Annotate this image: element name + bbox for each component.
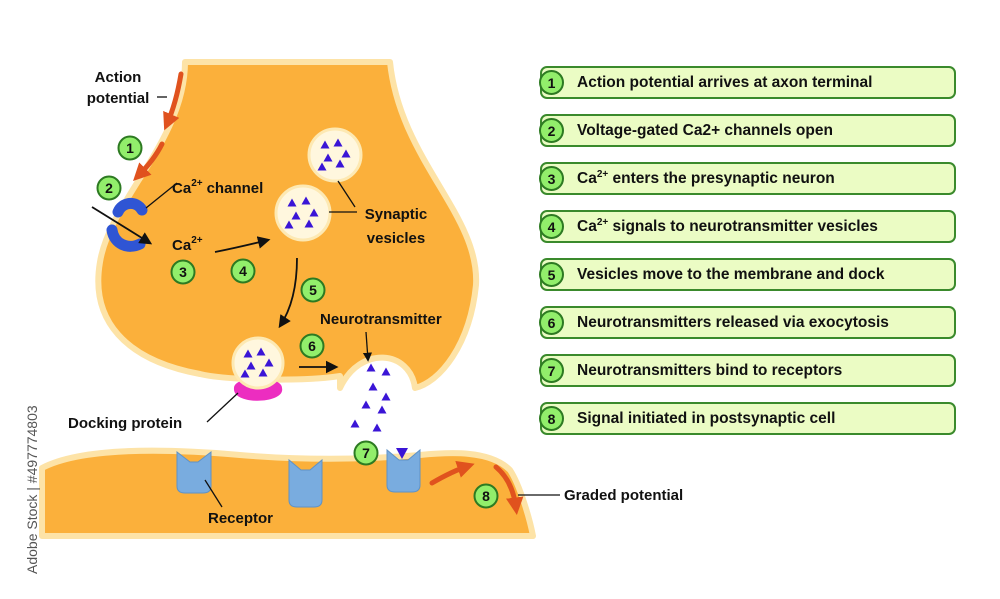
step-number: 3 <box>539 166 564 191</box>
svg-text:8: 8 <box>482 488 490 504</box>
postsynaptic-cell <box>39 447 536 539</box>
docking-protein-label: Docking protein <box>68 415 182 432</box>
synaptic-vesicle <box>307 127 363 183</box>
step-item-4: 4 Ca2+ signals to neurotransmitter vesic… <box>539 210 956 243</box>
step-item-5: 5 Vesicles move to the membrane and dock <box>539 258 956 291</box>
step-marker-3: 3 <box>170 259 196 285</box>
calcium-ion-label: Ca2+ <box>172 235 203 254</box>
step-marker-8: 8 <box>473 483 499 509</box>
step-number: 5 <box>539 262 564 287</box>
step-item-1: 1 Action potential arrives at axon termi… <box>539 66 956 99</box>
receptor-label: Receptor <box>208 510 273 527</box>
graded-potential-label: Graded potential <box>564 487 683 504</box>
step-item-7: 7 Neurotransmitters bind to receptors <box>539 354 956 387</box>
step-marker-4: 4 <box>230 258 256 284</box>
neurotransmitter-molecules <box>350 363 391 432</box>
vesicle-movement-arrow <box>278 257 298 329</box>
receptor-protein <box>288 458 323 508</box>
action-potential-label-line1: Action <box>95 69 142 86</box>
svg-text:5: 5 <box>309 282 317 298</box>
synaptic-vesicles-label-line2: vesicles <box>367 230 425 247</box>
step-number: 1 <box>539 70 564 95</box>
step-text: Vesicles move to the membrane and dock <box>577 266 885 283</box>
step-marker-5: 5 <box>300 277 326 303</box>
svg-text:1: 1 <box>126 140 134 156</box>
step-item-2: 2 Voltage-gated Ca2+ channels open <box>539 114 956 147</box>
synaptic-vesicle <box>274 184 332 242</box>
neurotransmitter-leader <box>362 331 373 362</box>
step-list: 1 Action potential arrives at axon termi… <box>539 66 956 450</box>
step-marker-7: 7 <box>353 440 379 466</box>
step-text: Neurotransmitters released via exocytosi… <box>577 314 889 331</box>
step-item-6: 6 Neurotransmitters released via exocyto… <box>539 306 956 339</box>
action-potential-label-line2: potential <box>87 90 150 107</box>
step-number: 6 <box>539 310 564 335</box>
svg-text:6: 6 <box>308 338 316 354</box>
step-number: 4 <box>539 214 564 239</box>
step-number: 2 <box>539 118 564 143</box>
step-text: Action potential arrives at axon termina… <box>577 74 873 91</box>
step-text: Ca2+ signals to neurotransmitter vesicle… <box>577 216 878 235</box>
docked-vesicle <box>231 336 285 401</box>
svg-text:2: 2 <box>105 180 113 196</box>
calcium-entry-arrow <box>91 206 153 245</box>
step-marker-6: 6 <box>299 333 325 359</box>
stock-watermark: Adobe Stock | #497774803 <box>24 405 40 574</box>
step-text: Neurotransmitters bind to receptors <box>577 362 843 379</box>
step-number: 8 <box>539 406 564 431</box>
label-leaders <box>145 96 560 508</box>
graded-potential-arrows <box>429 461 524 515</box>
calcium-channel-label: Ca2+channel <box>172 178 263 197</box>
action-potential-arrows <box>133 71 184 181</box>
step-item-3: 3 Ca2+ enters the presynaptic neuron <box>539 162 956 195</box>
calcium-signal-arrow <box>214 236 271 253</box>
step-number: 7 <box>539 358 564 383</box>
svg-text:4: 4 <box>239 263 247 279</box>
svg-text:3: 3 <box>179 264 187 280</box>
receptor-protein-bound <box>386 448 421 493</box>
step-item-8: 8 Signal initiated in postsynaptic cell <box>539 402 956 435</box>
neurotransmitter-label: Neurotransmitter <box>320 311 442 328</box>
step-text: Signal initiated in postsynaptic cell <box>577 410 836 427</box>
receptor-protein <box>176 450 212 494</box>
calcium-channel <box>106 198 148 252</box>
step-text: Ca2+ enters the presynaptic neuron <box>577 168 835 187</box>
step-marker-1: 1 <box>117 135 143 161</box>
step-marker-2: 2 <box>96 175 122 201</box>
synaptic-vesicles-label-line1: Synaptic <box>365 206 428 223</box>
step-text: Voltage-gated Ca2+ channels open <box>577 122 833 139</box>
svg-text:7: 7 <box>362 445 370 461</box>
